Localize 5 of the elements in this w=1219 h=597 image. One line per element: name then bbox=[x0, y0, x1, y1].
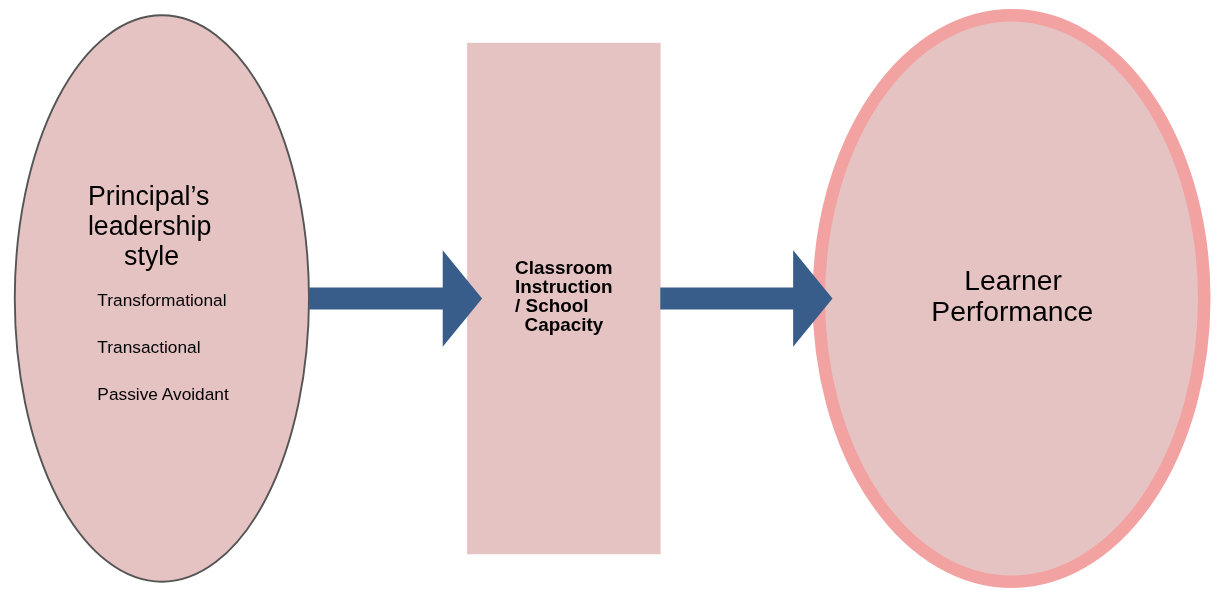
arrow bbox=[309, 250, 483, 347]
arrow bbox=[660, 250, 833, 347]
node-box: Classroom Instruction / School Capacity bbox=[467, 42, 661, 555]
node-ellipse: Learner Performance bbox=[812, 9, 1211, 588]
node-ellipse: Principal’s leadership style Transformational Transactional Passive Avoidant bbox=[13, 14, 310, 583]
